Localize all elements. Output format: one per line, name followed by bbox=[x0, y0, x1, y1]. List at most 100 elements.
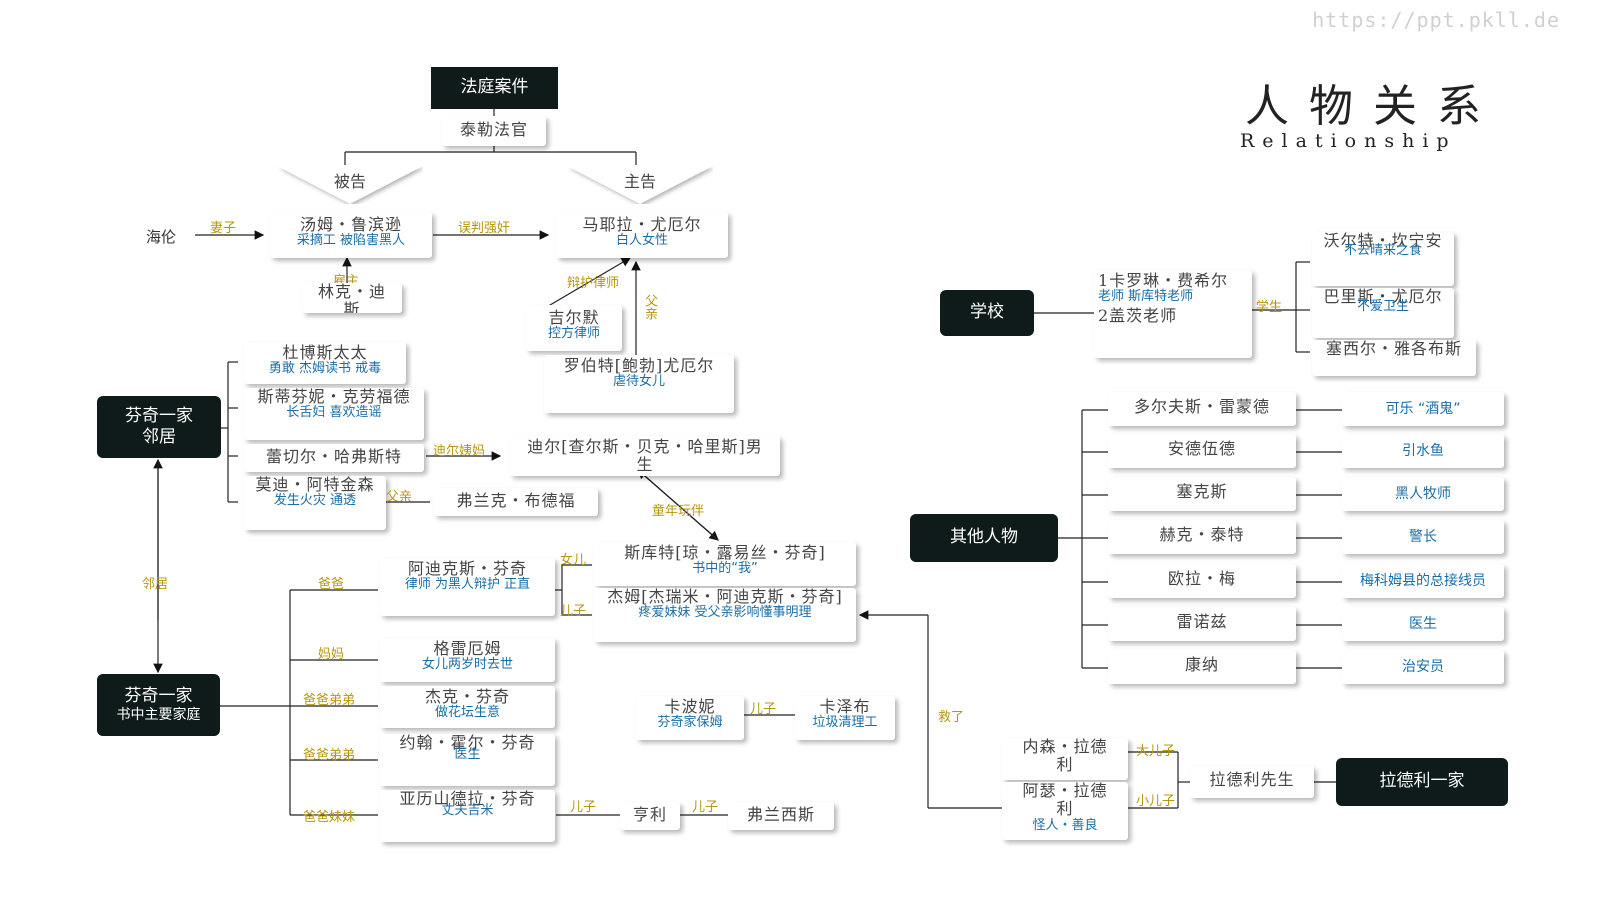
other-person-role-node[interactable]: 治安员 bbox=[1342, 650, 1504, 684]
other-person-role-node[interactable]: 梅科姆县的总接线员 bbox=[1342, 564, 1504, 598]
scout-node[interactable]: 斯库特[琼・露易丝・芬奇] 书中的“我” bbox=[594, 542, 856, 586]
teacher-node[interactable]: 1卡罗琳・费希尔 老师 斯库特老师 2盖茨老师 bbox=[1094, 270, 1252, 358]
grace-node[interactable]: 格雷厄姆 女儿两岁时去世 bbox=[380, 638, 555, 682]
cecil-name: 塞西尔・雅各布斯 bbox=[1325, 340, 1462, 358]
other-person-role-node[interactable]: 医生 bbox=[1342, 607, 1504, 641]
stephanie-node[interactable]: 斯蒂芬妮・克劳福德 长舌妇 喜欢造谣 bbox=[244, 388, 424, 440]
other-person-node[interactable]: 多尔夫斯・雷蒙德 bbox=[1108, 392, 1296, 426]
other-person-node[interactable]: 康纳 bbox=[1108, 650, 1296, 684]
other-characters-title: 其他人物 bbox=[950, 527, 1018, 548]
neighbor-label: 邻居 bbox=[142, 577, 169, 592]
other-person-role: 医生 bbox=[1409, 615, 1437, 632]
other-person-node[interactable]: 雷诺兹 bbox=[1108, 607, 1296, 641]
playmate-label: 童年玩伴 bbox=[652, 504, 705, 519]
atticus-desc: 律师 为黑人辩护 正直 bbox=[404, 577, 531, 593]
dad-label: 爸爸 bbox=[318, 577, 345, 592]
other-person-role-node[interactable]: 黑人牧师 bbox=[1342, 477, 1504, 511]
link-deas-name: 林克・迪斯 bbox=[317, 283, 386, 313]
teacher-name2: 2盖茨老师 bbox=[1098, 306, 1178, 326]
finch-neighbors-group[interactable]: 芬奇一家 邻居 bbox=[97, 396, 221, 458]
other-person-node[interactable]: 欧拉・梅 bbox=[1108, 564, 1296, 598]
arthur-node[interactable]: 阿瑟・拉德利 怪人・善良 bbox=[1002, 782, 1128, 840]
arthur-desc: 怪人・善良 bbox=[1032, 817, 1098, 833]
alexandra-node[interactable]: 亚历山德拉・芬奇 丈夫吉米 bbox=[380, 790, 555, 842]
court-case-box[interactable]: 法庭案件 bbox=[431, 67, 558, 109]
false-accusation-label: 误判强奸 bbox=[458, 221, 511, 236]
burris-node[interactable]: 巴里斯・尤厄尔 不爱卫生 bbox=[1312, 288, 1454, 338]
gilmer-node[interactable]: 吉尔默 控方律师 bbox=[526, 305, 622, 351]
judge-name: 泰勒法官 bbox=[459, 120, 528, 139]
dill-name: 迪尔[查尔斯・贝克・哈里斯]男生 bbox=[527, 437, 763, 475]
dill-node[interactable]: 迪尔[查尔斯・贝克・哈里斯]男生 bbox=[510, 436, 780, 476]
nathan-name: 内森・拉德利 bbox=[1022, 738, 1108, 775]
defendant-triangle bbox=[277, 166, 423, 204]
other-person-role-node[interactable]: 警长 bbox=[1342, 520, 1504, 554]
nathan-node[interactable]: 内森・拉德利 bbox=[1002, 738, 1128, 780]
helen-name[interactable]: 海伦 bbox=[146, 228, 177, 246]
rachel-name: 蕾切尔・哈弗斯特 bbox=[265, 447, 402, 466]
robert-ewell-desc: 虐待女儿 bbox=[612, 374, 665, 390]
mr-radley-node[interactable]: 拉德利先生 bbox=[1190, 766, 1314, 798]
cecil-node[interactable]: 塞西尔・雅各布斯 bbox=[1312, 340, 1476, 376]
son-label: 儿子 bbox=[560, 604, 587, 619]
other-person-node[interactable]: 赫克・泰特 bbox=[1108, 520, 1296, 554]
school-title: 学校 bbox=[970, 302, 1004, 323]
henry-name: 亨利 bbox=[632, 805, 667, 824]
plaintiff-triangle bbox=[567, 166, 713, 204]
john-node[interactable]: 约翰・霍尔・芬奇 医生 bbox=[380, 734, 555, 786]
other-characters-group[interactable]: 其他人物 bbox=[910, 514, 1058, 562]
school-group[interactable]: 学校 bbox=[940, 290, 1034, 336]
rachel-node[interactable]: 蕾切尔・哈弗斯特 bbox=[244, 444, 424, 472]
zeebo-desc: 垃圾清理工 bbox=[812, 715, 878, 731]
john-name: 约翰・霍尔・芬奇 bbox=[399, 734, 536, 752]
teacher-desc: 老师 斯库特老师 bbox=[1098, 289, 1194, 305]
court-case-title: 法庭案件 bbox=[460, 77, 529, 98]
zeebo-name: 卡泽布 bbox=[819, 697, 871, 716]
other-person-name: 赫克・泰特 bbox=[1159, 525, 1245, 544]
other-person-role-node[interactable]: 可乐 “酒鬼” bbox=[1342, 392, 1504, 426]
watermark-url: https://ppt.pkll.de bbox=[1312, 8, 1560, 32]
other-person-role: 引水鱼 bbox=[1402, 442, 1444, 459]
alexandra-name: 亚历山德拉・芬奇 bbox=[399, 790, 536, 808]
mayella-node[interactable]: 马耶拉・尤厄尔 白人女性 bbox=[556, 212, 728, 258]
franklin-node[interactable]: 弗兰克・布德福 bbox=[434, 488, 598, 516]
walter-node[interactable]: 沃尔特・坎宁安 不去晴来之食 bbox=[1312, 232, 1454, 286]
calpurnia-node[interactable]: 卡波妮 芬奇家保姆 bbox=[636, 696, 744, 740]
other-person-name: 安德伍德 bbox=[1167, 439, 1236, 458]
son-label-francis: 儿子 bbox=[692, 800, 719, 815]
other-person-role-node[interactable]: 引水鱼 bbox=[1342, 434, 1504, 468]
atticus-node[interactable]: 阿迪克斯・芬奇 律师 为黑人辩护 正直 bbox=[380, 558, 555, 616]
radley-family-group[interactable]: 拉德利一家 bbox=[1336, 758, 1508, 806]
mr-radley-name: 拉德利先生 bbox=[1209, 770, 1295, 789]
radley-family-title: 拉德利一家 bbox=[1379, 771, 1465, 792]
henry-node[interactable]: 亨利 bbox=[620, 802, 680, 830]
link-deas-node[interactable]: 林克・迪斯 bbox=[302, 283, 402, 313]
mayella-desc: 白人女性 bbox=[615, 233, 668, 249]
jack-node[interactable]: 杰克・芬奇 做花坛生意 bbox=[380, 686, 555, 728]
dubose-node[interactable]: 杜博斯太太 勇敢 杰姆读书 戒毒 bbox=[244, 342, 406, 384]
walter-name: 沃尔特・坎宁安 bbox=[1323, 232, 1443, 250]
jack-name: 杰克・芬奇 bbox=[424, 687, 510, 706]
stephanie-name: 斯蒂芬妮・克劳福德 bbox=[257, 388, 411, 406]
scout-name: 斯库特[琼・露易丝・芬奇] bbox=[624, 543, 826, 562]
gilmer-name: 吉尔默 bbox=[548, 308, 600, 327]
maudie-node[interactable]: 莫迪・阿特金森 发生火灾 通透 bbox=[244, 476, 386, 530]
other-person-name: 多尔夫斯・雷蒙德 bbox=[1133, 397, 1270, 416]
robert-ewell-node[interactable]: 罗伯特[鲍勃]尤厄尔 虐待女儿 bbox=[544, 355, 734, 413]
older-son-label: 大儿子 bbox=[1136, 744, 1176, 759]
finch-family-sub: 书中主要家庭 bbox=[116, 706, 201, 723]
other-person-node[interactable]: 塞克斯 bbox=[1108, 477, 1296, 511]
uncle-label: 爸爸弟弟 bbox=[303, 693, 356, 708]
defense-attorney-label: 辩护律师 bbox=[567, 276, 620, 291]
tom-robinson-desc: 采摘工 被陷害黑人 bbox=[296, 233, 406, 249]
judge-node[interactable]: 泰勒法官 bbox=[442, 116, 546, 146]
finch-family-group[interactable]: 芬奇一家 书中主要家庭 bbox=[97, 674, 220, 736]
tom-robinson-node[interactable]: 汤姆・鲁滨逊 采摘工 被陷害黑人 bbox=[270, 212, 432, 258]
jem-node[interactable]: 杰姆[杰瑞米・阿迪克斯・芬奇] 疼爱妹妹 受父亲影响懂事明理 bbox=[594, 588, 856, 642]
zeebo-node[interactable]: 卡泽布 垃圾清理工 bbox=[795, 696, 895, 740]
son-label-henry: 儿子 bbox=[570, 800, 597, 815]
francis-node[interactable]: 弗兰西斯 bbox=[728, 802, 834, 830]
gilmer-desc: 控方律师 bbox=[547, 326, 600, 342]
other-person-node[interactable]: 安德伍德 bbox=[1108, 434, 1296, 468]
